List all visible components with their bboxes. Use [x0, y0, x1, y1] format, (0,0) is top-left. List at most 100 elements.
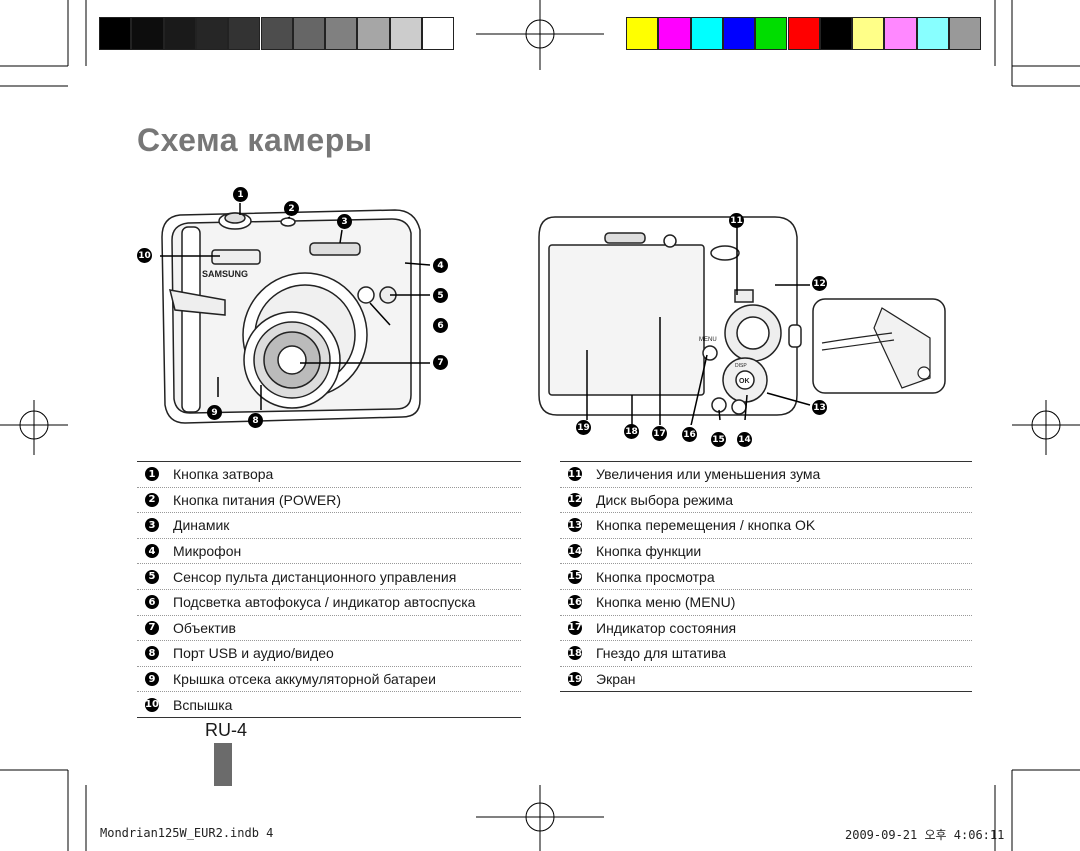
- legend-number-badge: 17: [568, 620, 582, 635]
- legend-item: 2 Кнопка питания (POWER): [137, 488, 521, 514]
- color-swatch: [260, 17, 293, 50]
- ok-button-text: OK: [739, 378, 750, 385]
- callout-badge: 6: [433, 318, 448, 333]
- callout-badge: 16: [682, 427, 697, 442]
- legend-item: 8 Порт USB и аудио/видео: [137, 641, 521, 667]
- callout-badge: 2: [284, 201, 299, 216]
- legend-label: Увеличения или уменьшения зума: [596, 466, 821, 483]
- footer-timestamp: 2009-09-21 오후 4:06:11: [845, 828, 1005, 842]
- color-swatch: [292, 17, 326, 50]
- callout-badge: 11: [729, 213, 744, 228]
- legend-number-badge: 7: [145, 620, 159, 635]
- callout-badge: 19: [576, 420, 591, 435]
- back-camera-illustration: MENU OK DISP: [538, 216, 811, 425]
- color-swatch: [357, 17, 390, 50]
- legend-label: Кнопка питания (POWER): [173, 491, 342, 508]
- color-swatch: [389, 17, 422, 50]
- callout-badge: 12: [812, 276, 827, 291]
- color-swatch: [884, 17, 917, 50]
- color-swatch: [195, 17, 229, 50]
- legend-label: Экран: [596, 671, 636, 688]
- legend-number-badge: 4: [145, 544, 159, 559]
- callout-badge: 3: [337, 214, 352, 229]
- legend-item: 19 Экран: [560, 667, 972, 693]
- color-swatch: [626, 17, 659, 50]
- legend-item: 5 Сенсор пульта дистанционного управления: [137, 564, 521, 590]
- color-swatch: [163, 17, 196, 50]
- legend-number-badge: 3: [145, 518, 159, 533]
- color-swatch: [819, 17, 853, 50]
- color-swatch: [755, 17, 788, 50]
- callout-badge: 14: [737, 432, 752, 447]
- callout-badge: 15: [711, 432, 726, 447]
- legend-label: Динамик: [173, 517, 230, 534]
- legend-number-badge: 11: [568, 467, 582, 482]
- legend-item: 13 Кнопка перемещения / кнопка OK: [560, 513, 972, 539]
- color-swatch: [787, 17, 820, 50]
- legend-label: Гнездо для штатива: [596, 645, 727, 662]
- page-title: Схема камеры: [137, 122, 373, 158]
- brand-logo: SAMSUNG: [202, 269, 248, 279]
- legend-item: 15 Кнопка просмотра: [560, 564, 972, 590]
- menu-button-text: MENU: [699, 337, 717, 343]
- legend-item: 16 Кнопка меню (MENU): [560, 590, 972, 616]
- callout-badge: 4: [433, 258, 448, 273]
- color-swatch: [658, 17, 691, 50]
- callout-badge: 5: [433, 288, 448, 303]
- color-swatch: [852, 17, 885, 50]
- legend-label: Кнопка просмотра: [596, 568, 715, 585]
- legend-number-badge: 14: [568, 544, 582, 559]
- legend-item: 9 Крышка отсека аккумуляторной батареи: [137, 667, 521, 693]
- legend-number-badge: 16: [568, 595, 582, 610]
- legend-number-badge: 6: [145, 595, 159, 610]
- legend-item: 17 Индикатор состояния: [560, 616, 972, 642]
- strap-inset-illustration: [812, 298, 946, 394]
- legend-label: Порт USB и аудио/видео: [173, 645, 334, 662]
- legend-item: 11 Увеличения или уменьшения зума: [560, 462, 972, 488]
- legend-item: 3 Динамик: [137, 513, 521, 539]
- legend-label: Индикатор состояния: [596, 619, 737, 636]
- legend-number-badge: 15: [568, 569, 582, 584]
- legend-item: 1 Кнопка затвора: [137, 462, 521, 488]
- legend-label: Вспышка: [173, 696, 233, 713]
- color-swatch: [722, 17, 756, 50]
- color-swatch: [131, 17, 164, 50]
- color-swatch: [916, 17, 949, 50]
- legend-number-badge: 5: [145, 569, 159, 584]
- legend-number-badge: 8: [145, 646, 159, 661]
- legend-label: Объектив: [173, 619, 236, 636]
- callout-badge: 18: [624, 424, 639, 439]
- callout-badge: 13: [812, 400, 827, 415]
- legend-label: Кнопка затвора: [173, 466, 274, 483]
- legend-label: Сенсор пульта дистанционного управления: [173, 568, 457, 585]
- legend-item: 7 Объектив: [137, 616, 521, 642]
- legend-label: Кнопка перемещения / кнопка OK: [596, 517, 816, 534]
- legend-label: Подсветка автофокуса / индикатор автоспу…: [173, 594, 476, 611]
- callout-badge: 9: [207, 405, 222, 420]
- legend-item: 6 Подсветка автофокуса / индикатор автосп…: [137, 590, 521, 616]
- legend-number-badge: 10: [145, 697, 159, 712]
- legend-item: 14 Кнопка функции: [560, 539, 972, 565]
- legend-number-badge: 1: [145, 467, 159, 482]
- page-number: RU-4: [205, 720, 248, 740]
- legend-number-badge: 2: [145, 492, 159, 507]
- legend-label: Микрофон: [173, 543, 242, 560]
- callout-badge: 17: [652, 426, 667, 441]
- legend-label: Кнопка меню (MENU): [596, 594, 736, 611]
- footer-file-name: Mondrian125W_EUR2.indb 4: [100, 826, 274, 840]
- color-swatch: [325, 17, 358, 50]
- legend-item: 10 Вспышка: [137, 692, 521, 718]
- legend-number-badge: 19: [568, 672, 582, 687]
- legend-number-badge: 9: [145, 672, 159, 687]
- legend-label: Крышка отсека аккумуляторной батареи: [173, 671, 436, 688]
- callout-badge: 8: [248, 413, 263, 428]
- callout-badge: 7: [433, 355, 448, 370]
- legend-number-badge: 13: [568, 518, 582, 533]
- legend-label: Кнопка функции: [596, 543, 702, 560]
- front-camera-illustration: SAMSUNG: [160, 203, 431, 424]
- section-tab-marker: [214, 743, 232, 786]
